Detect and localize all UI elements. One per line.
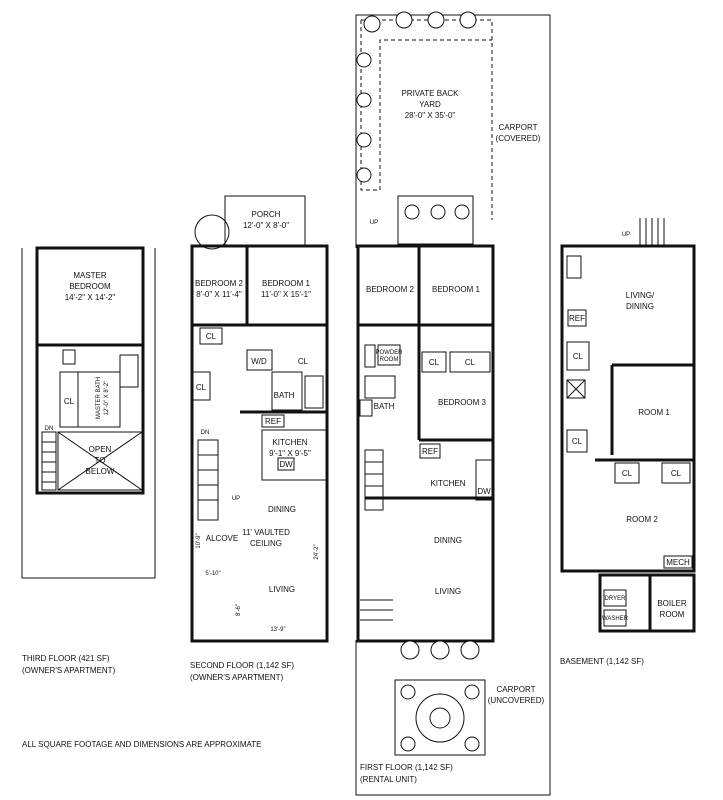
second-floor-plan: PORCH 12'-0" X 8'-0" BEDROOM 2 8'-0" X 1… xyxy=(190,195,329,643)
first-floor-closet-a: CL xyxy=(429,358,440,367)
dim-5-10: 5'-10" xyxy=(205,571,220,577)
second-floor-dw-label: DW xyxy=(279,460,293,469)
dim-24-2: 24'-2" xyxy=(314,544,320,559)
second-floor-closet-b: CL xyxy=(196,383,207,392)
basement-closet-b: CL xyxy=(572,437,583,446)
second-floor-closet-c: CL xyxy=(298,357,309,366)
back-yard-trees xyxy=(356,11,477,183)
bedroom2-dim: 8'-0" X 11'-4" xyxy=(196,290,242,299)
third-floor-stair xyxy=(41,431,57,491)
bedroom2-label: BEDROOM 2 xyxy=(195,279,244,288)
first-floor-closet-b: CL xyxy=(465,358,476,367)
dryer-label: DRYER xyxy=(605,596,627,602)
second-floor-dn-label: DN xyxy=(201,430,210,436)
carport-uncovered-label-2: (UNCOVERED) xyxy=(488,696,545,705)
second-floor-kitchen-dim: 9'-1" X 9'-5" xyxy=(269,449,311,458)
third-floor-dn-label: DN xyxy=(45,426,54,432)
second-floor-caption-sub: (OWNER'S APARTMENT) xyxy=(190,673,284,682)
mech-label: MECH xyxy=(666,558,690,567)
second-floor-up-label: UP xyxy=(232,496,240,502)
basement-closet-d: CL xyxy=(671,469,682,478)
carport-covered-label-2: (COVERED) xyxy=(496,134,541,143)
back-yard-label-2: YARD xyxy=(419,100,441,109)
open-label-1: OPEN xyxy=(89,445,112,454)
basement-ref-label: REF xyxy=(569,314,585,323)
second-floor-kitchen-label: KITCHEN xyxy=(272,438,307,447)
basement-closet-a: CL xyxy=(573,352,584,361)
basement-up-label: UP xyxy=(622,232,630,238)
third-floor-caption-sub: (OWNER'S APARTMENT) xyxy=(22,666,116,675)
basement-closet-c: CL xyxy=(622,469,633,478)
first-floor-bedroom2-label: BEDROOM 2 xyxy=(366,285,415,294)
room2-label: ROOM 2 xyxy=(626,515,658,524)
back-patio xyxy=(397,195,474,245)
first-floor-kitchen-label: KITCHEN xyxy=(430,479,465,488)
dim-13-9: 13'-9" xyxy=(270,627,285,633)
basement-steps xyxy=(639,218,665,246)
second-floor-bath-label: BATH xyxy=(274,391,295,400)
second-floor-dining-label: DINING xyxy=(268,505,296,514)
vaulted-ceiling-label-2: CEILING xyxy=(250,539,282,548)
master-bedroom-label: MASTER xyxy=(73,271,107,280)
open-label-2: TO xyxy=(95,456,106,465)
second-floor-ref-label: REF xyxy=(265,417,281,426)
third-floor-closet-label: CL xyxy=(64,397,75,406)
room1-label: ROOM 1 xyxy=(638,408,670,417)
first-floor-stair xyxy=(364,449,384,511)
approximate-note: ALL SQUARE FOOTAGE AND DIMENSIONS ARE AP… xyxy=(22,740,261,749)
third-floor-plan: MASTER BEDROOM 14'-2" X 14'-2" CL MASTER… xyxy=(21,246,156,579)
dim-8-6: 8'-6" xyxy=(236,604,242,616)
porch-label: PORCH xyxy=(252,210,281,219)
first-floor-ref-label: REF xyxy=(422,447,438,456)
carport-uncovered-label-1: CARPORT xyxy=(497,685,536,694)
first-floor-bedroom1-label: BEDROOM 1 xyxy=(432,285,481,294)
open-label-3: BELOW xyxy=(86,467,115,476)
bedroom1-label: BEDROOM 1 xyxy=(262,279,311,288)
first-floor-living-label: LIVING xyxy=(435,587,461,596)
second-floor-closet-a: CL xyxy=(206,332,217,341)
first-floor-caption-sub: (RENTAL UNIT) xyxy=(360,775,417,784)
master-bath-dim: 12'-0" X 8'-2" xyxy=(104,381,110,416)
second-floor-stair xyxy=(197,439,219,521)
basement-plan: LIVING/ DINING REF CL CL CL CL ROOM 1 RO… xyxy=(560,218,696,633)
back-yard-dim: 28'-0" X 35'-0" xyxy=(405,111,456,120)
porch-dim: 12'-0" X 8'-0" xyxy=(243,221,289,230)
boiler-room-label-1: BOILER xyxy=(657,599,687,608)
carport-covered-label-1: CARPORT xyxy=(499,123,538,132)
first-floor-dw-label: DW xyxy=(477,487,491,496)
powder-room-label-1: POWDER xyxy=(376,350,404,356)
first-floor-dining-label: DINING xyxy=(434,536,462,545)
basement-living-label-2: DINING xyxy=(626,302,654,311)
basement-living-label-1: LIVING/ xyxy=(626,291,655,300)
front-steps xyxy=(360,599,393,621)
third-floor-caption: THIRD FLOOR (421 SF) xyxy=(22,654,110,663)
alcove-label: ALCOVE xyxy=(206,534,238,543)
second-floor-living-label: LIVING xyxy=(269,585,295,594)
bedroom1-dim: 11'-0" X 15'-1" xyxy=(261,290,311,299)
vaulted-ceiling-label-1: 11' VAULTED xyxy=(242,528,290,537)
first-floor-up-label: UP xyxy=(370,220,378,226)
master-bath-label: MASTER BATH xyxy=(96,377,102,419)
back-yard-label-1: PRIVATE BACK xyxy=(401,89,459,98)
second-floor-caption: SECOND FLOOR (1,142 SF) xyxy=(190,661,294,670)
first-floor-plan: PRIVATE BACK YARD 28'-0" X 35'-0" CARPOR… xyxy=(355,11,551,796)
master-bedroom-dim: 14'-2" X 14'-2" xyxy=(65,293,116,302)
powder-room-label-2: ROOM xyxy=(380,357,399,363)
dim-10-9: 10'-9" xyxy=(196,533,202,548)
washer-label: WASHER xyxy=(602,616,629,622)
master-bedroom-label-2: BEDROOM xyxy=(69,282,111,291)
first-floor-caption: FIRST FLOOR (1,142 SF) xyxy=(360,763,453,772)
basement-caption: BASEMENT (1,142 SF) xyxy=(560,657,644,666)
washer-dryer-label: W/D xyxy=(251,357,267,366)
first-floor-bedroom3-label: BEDROOM 3 xyxy=(438,398,487,407)
boiler-room-label-2: ROOM xyxy=(660,610,685,619)
front-yard xyxy=(394,640,486,756)
first-floor-bath-label: BATH xyxy=(374,402,395,411)
